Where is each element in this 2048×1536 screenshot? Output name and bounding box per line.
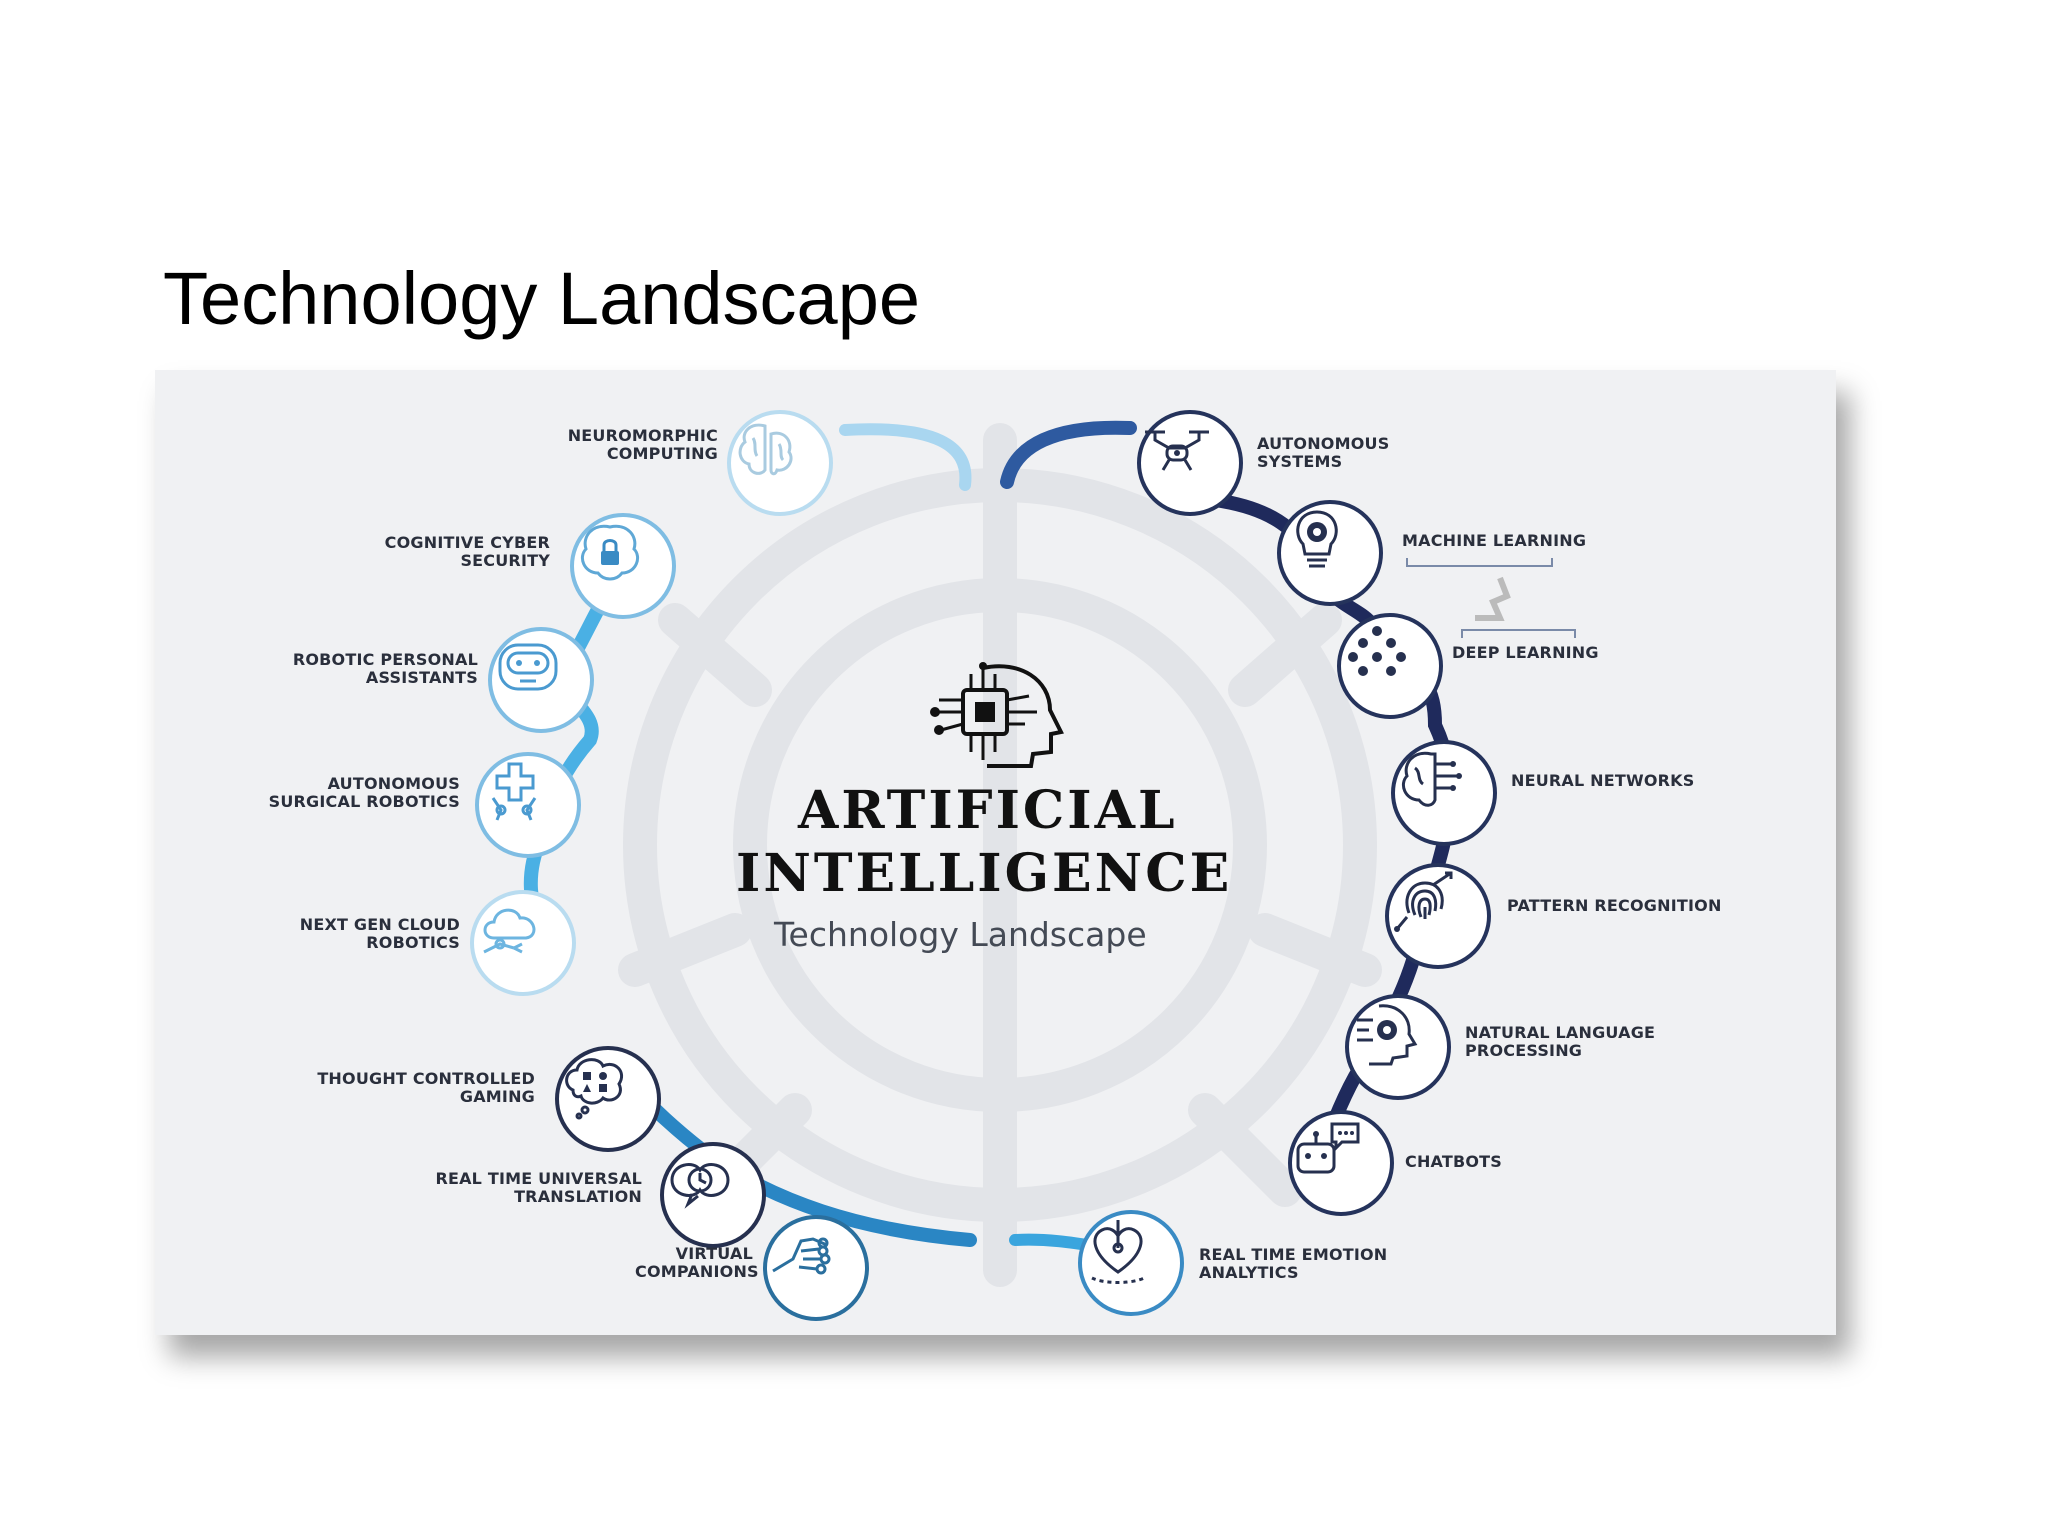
thought-bubble-icon xyxy=(565,1058,624,1120)
machine-learning-label: MACHINE LEARNING xyxy=(1402,531,1587,550)
real-time-emotion-analytics-node xyxy=(1078,1210,1184,1316)
deep-learning-node xyxy=(1337,613,1443,719)
speech-clock-icon xyxy=(670,1163,730,1209)
natural-language-processing-label: NATURAL LANGUAGE PROCESSING xyxy=(1465,1023,1656,1060)
neural-networks-node xyxy=(1391,740,1497,846)
brain-circuit-icon xyxy=(1402,751,1462,807)
autonomous-systems-label: AUTONOMOUS SYSTEMS xyxy=(1257,434,1390,471)
head-gears-icon xyxy=(1357,1004,1418,1066)
chatbots-label: CHATBOTS xyxy=(1405,1152,1503,1171)
next-gen-cloud-robotics-label: NEXT GEN CLOUD ROBOTICS xyxy=(299,915,460,952)
chatbots-node xyxy=(1288,1110,1394,1216)
neural-networks-label: NEURAL NETWORKS xyxy=(1511,771,1695,790)
brain-lock-icon xyxy=(581,524,639,581)
right-arc-top xyxy=(1000,420,1137,489)
robot-face-icon xyxy=(498,643,558,691)
heart-pulse-icon xyxy=(1091,1220,1145,1284)
medical-robot-arm-icon xyxy=(491,762,537,821)
autonomous-surgical-robotics-label: AUTONOMOUS SURGICAL ROBOTICS xyxy=(268,774,460,811)
real-time-emotion-analytics-label: REAL TIME EMOTION ANALYTICS xyxy=(1199,1245,1388,1282)
autonomous-systems-node xyxy=(1137,410,1243,516)
left-arc-top xyxy=(839,423,972,491)
center-subtitle: Technology Landscape xyxy=(774,915,1147,954)
ai-landscape-infographic: ARTIFICIAL INTELLIGENCE Technology Lands… xyxy=(155,370,1836,1335)
brain-halves-icon xyxy=(738,423,793,476)
real-time-universal-translation-node xyxy=(660,1142,766,1248)
robotic-personal-assistants-label: ROBOTIC PERSONAL ASSISTANTS xyxy=(292,650,478,687)
slide-title: Technology Landscape xyxy=(163,257,921,340)
ai-head-chip-icon xyxy=(930,662,1064,768)
neuromorphic-computing-label: NEUROMORPHIC COMPUTING xyxy=(567,426,718,463)
robotic-personal-assistants-node xyxy=(488,627,594,733)
virtual-companions-node xyxy=(763,1215,869,1321)
dot-network-icon xyxy=(1348,626,1406,676)
cognitive-cyber-security-label: COGNITIVE CYBER SECURITY xyxy=(384,533,550,570)
next-gen-cloud-robotics-node xyxy=(470,890,576,996)
lightbulb-gear-icon xyxy=(1296,510,1338,568)
cloud-robot-arm-icon xyxy=(483,908,536,954)
drone-icon xyxy=(1145,430,1209,471)
robot-hand-icon xyxy=(772,1237,831,1275)
pattern-recognition-label: PATTERN RECOGNITION xyxy=(1507,896,1722,915)
center-title-line1: ARTIFICIAL xyxy=(798,780,1178,841)
fingerprint-icon xyxy=(1394,871,1453,932)
ml-dl-connector xyxy=(1406,558,1576,638)
natural-language-processing-node xyxy=(1345,994,1451,1100)
autonomous-surgical-robotics-node xyxy=(475,752,581,858)
machine-learning-node xyxy=(1277,500,1383,606)
ml-dl-arrow xyxy=(1475,576,1511,621)
chatbot-icon xyxy=(1296,1122,1360,1174)
deep-learning-label: DEEP LEARNING xyxy=(1452,643,1599,662)
neuromorphic-computing-node xyxy=(727,410,833,516)
center-title-line2: INTELLIGENCE xyxy=(736,843,1233,904)
thought-controlled-gaming-node xyxy=(555,1046,661,1152)
brain-gear-watermark xyxy=(618,423,1382,1287)
virtual-companions-label: VIRTUAL COMPANIONS xyxy=(635,1244,759,1281)
real-time-universal-translation-label: REAL TIME UNIVERSAL TRANSLATION xyxy=(435,1169,642,1206)
pattern-recognition-node xyxy=(1385,863,1491,969)
thought-controlled-gaming-label: THOUGHT CONTROLLED GAMING xyxy=(317,1069,535,1106)
cognitive-cyber-security-node xyxy=(570,513,676,619)
